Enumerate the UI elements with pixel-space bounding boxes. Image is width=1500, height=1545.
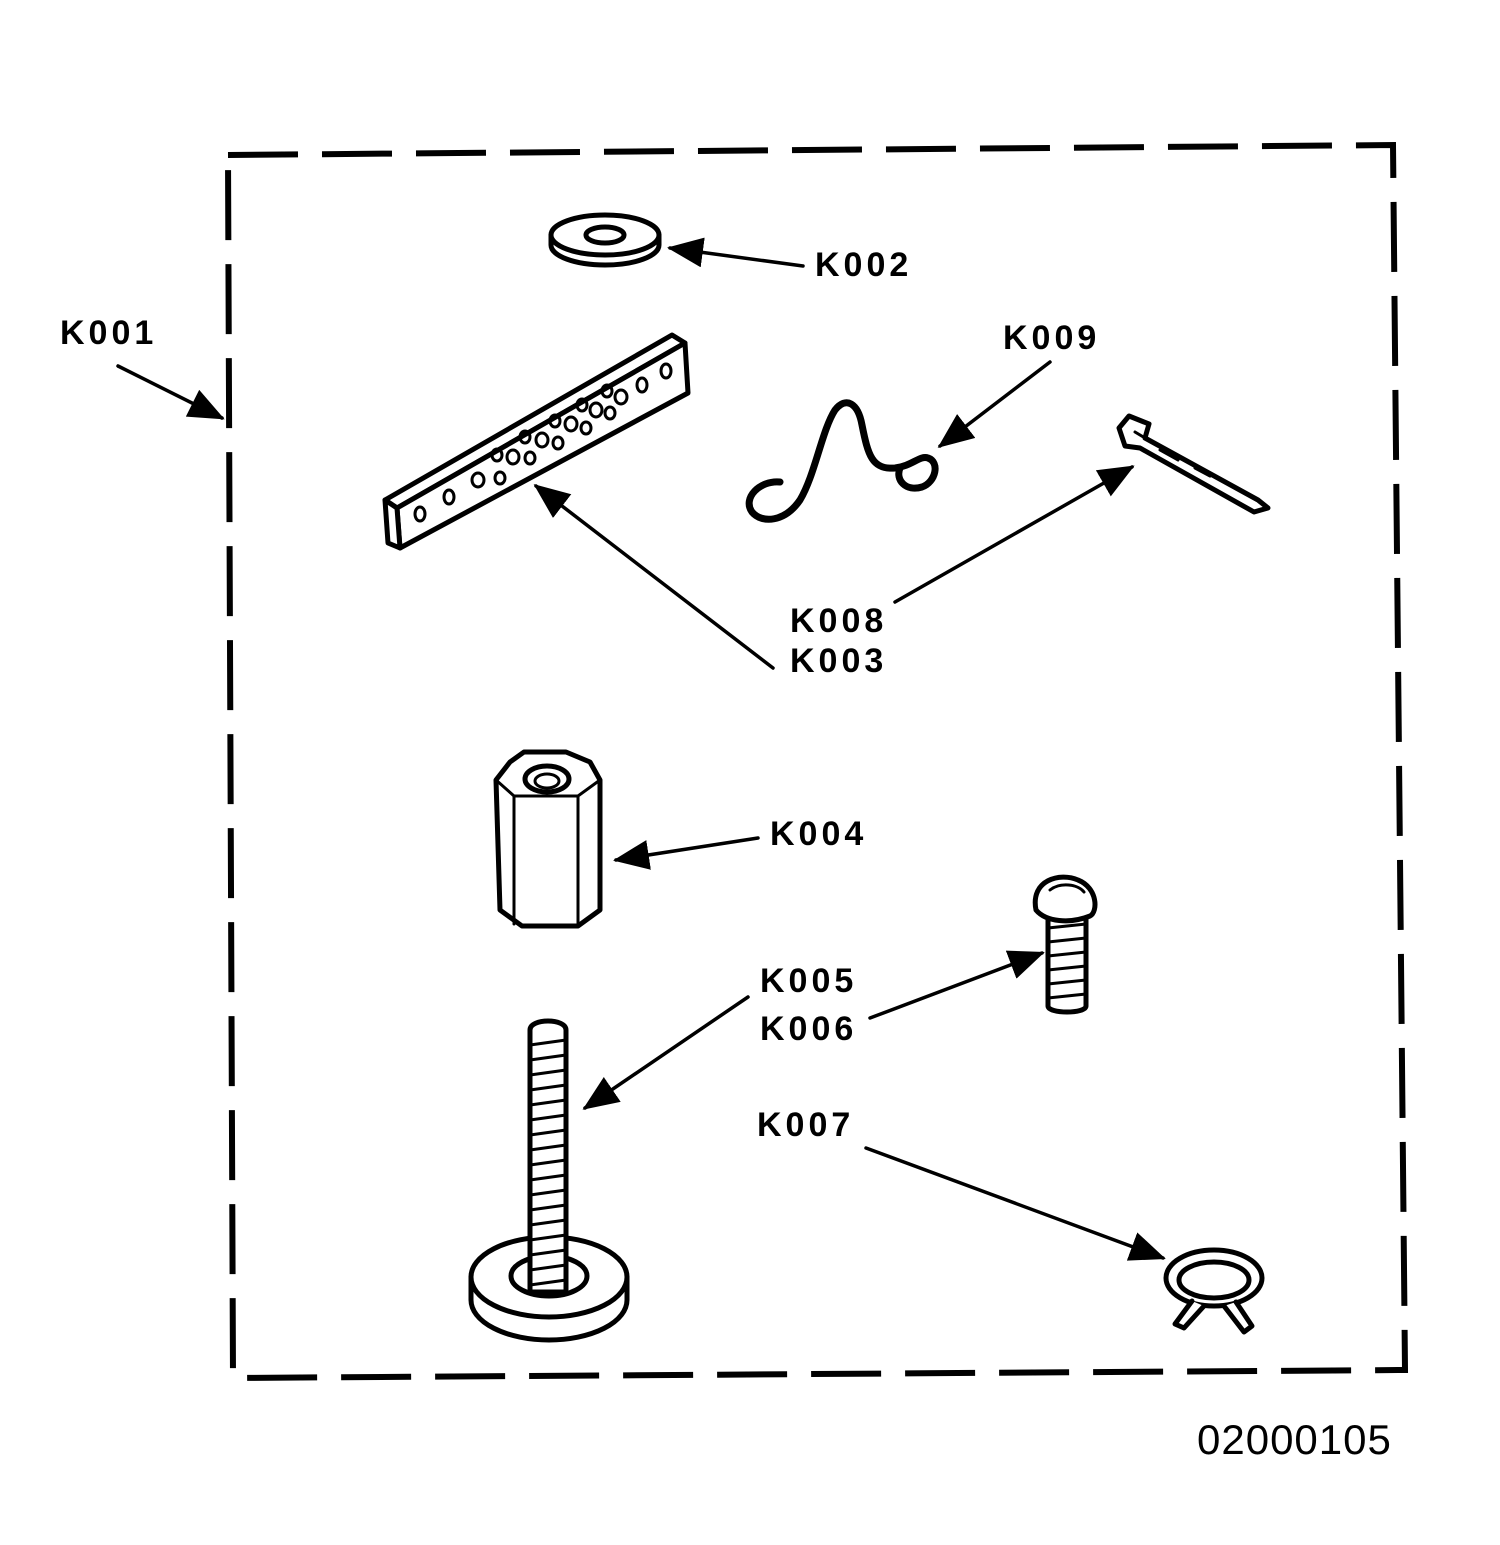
- strip-holes: [413, 362, 673, 523]
- leader-k006: [868, 950, 1045, 1020]
- wire-spring-part: [745, 399, 939, 523]
- flat-washer-part: [548, 212, 662, 268]
- perforated-strip-part: [382, 332, 691, 551]
- leader-k005: [582, 995, 750, 1110]
- callout-k008: K008: [790, 602, 887, 640]
- leader-k001: [116, 364, 225, 420]
- leader-lines: [116, 237, 1166, 1261]
- leveling-foot-part: [468, 1018, 630, 1343]
- callout-k005: K005: [760, 962, 857, 1000]
- leader-k008: [893, 465, 1135, 604]
- document-number: 02000105: [1197, 1416, 1392, 1463]
- coupling-nut-part: [493, 749, 603, 929]
- leader-k003: [533, 484, 775, 670]
- leader-k009: [937, 360, 1052, 448]
- foot-threads: [529, 1038, 567, 1287]
- leader-k002: [667, 237, 805, 268]
- callout-k007: K007: [757, 1106, 854, 1144]
- callout-k006: K006: [760, 1010, 857, 1048]
- leader-k007: [864, 1146, 1166, 1261]
- hose-clamp-part: [1163, 1247, 1265, 1335]
- screw-threads: [1047, 922, 1087, 1000]
- callout-k002: K002: [815, 246, 912, 284]
- leader-k004: [613, 836, 760, 870]
- kit-boundary-box: [224, 141, 1409, 1382]
- callout-k001: K001: [60, 314, 157, 352]
- round-head-screw-part: [1032, 874, 1098, 1015]
- strap-hook-part: [1116, 413, 1271, 515]
- callout-k009: K009: [1003, 319, 1100, 357]
- callout-k004: K004: [770, 815, 867, 853]
- callout-k003: K003: [790, 642, 887, 680]
